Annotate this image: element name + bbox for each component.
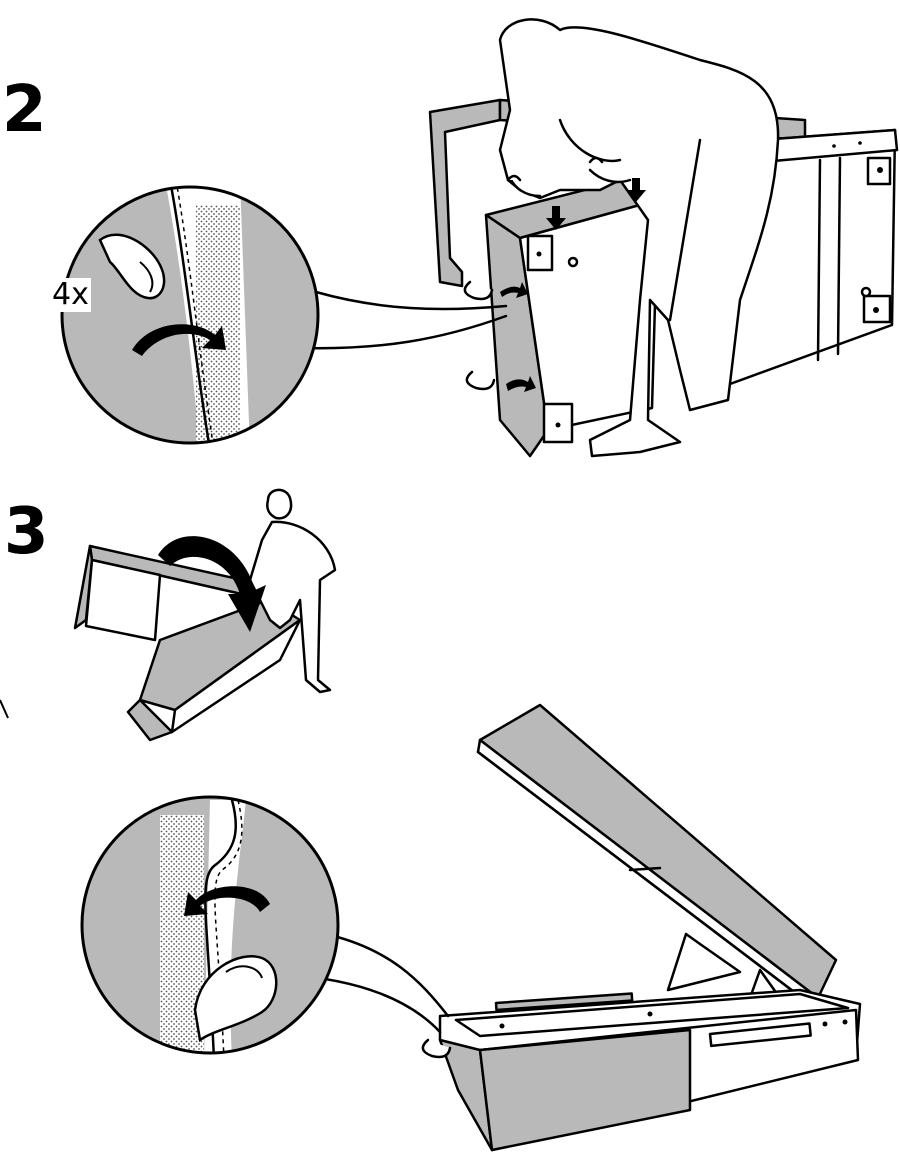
step3-flip-scene bbox=[75, 490, 335, 740]
step-number-3-overlay: 3 bbox=[4, 500, 49, 564]
step2-detail-circle bbox=[60, 180, 320, 450]
step-number-2-overlay: 2 bbox=[2, 78, 47, 142]
quantity-label-overlay: 4x bbox=[50, 278, 91, 312]
edge-mark bbox=[0, 700, 8, 718]
step3-bed-scene bbox=[290, 705, 860, 1150]
step3-detail-circle bbox=[80, 795, 340, 1060]
step2-scene bbox=[300, 19, 897, 456]
